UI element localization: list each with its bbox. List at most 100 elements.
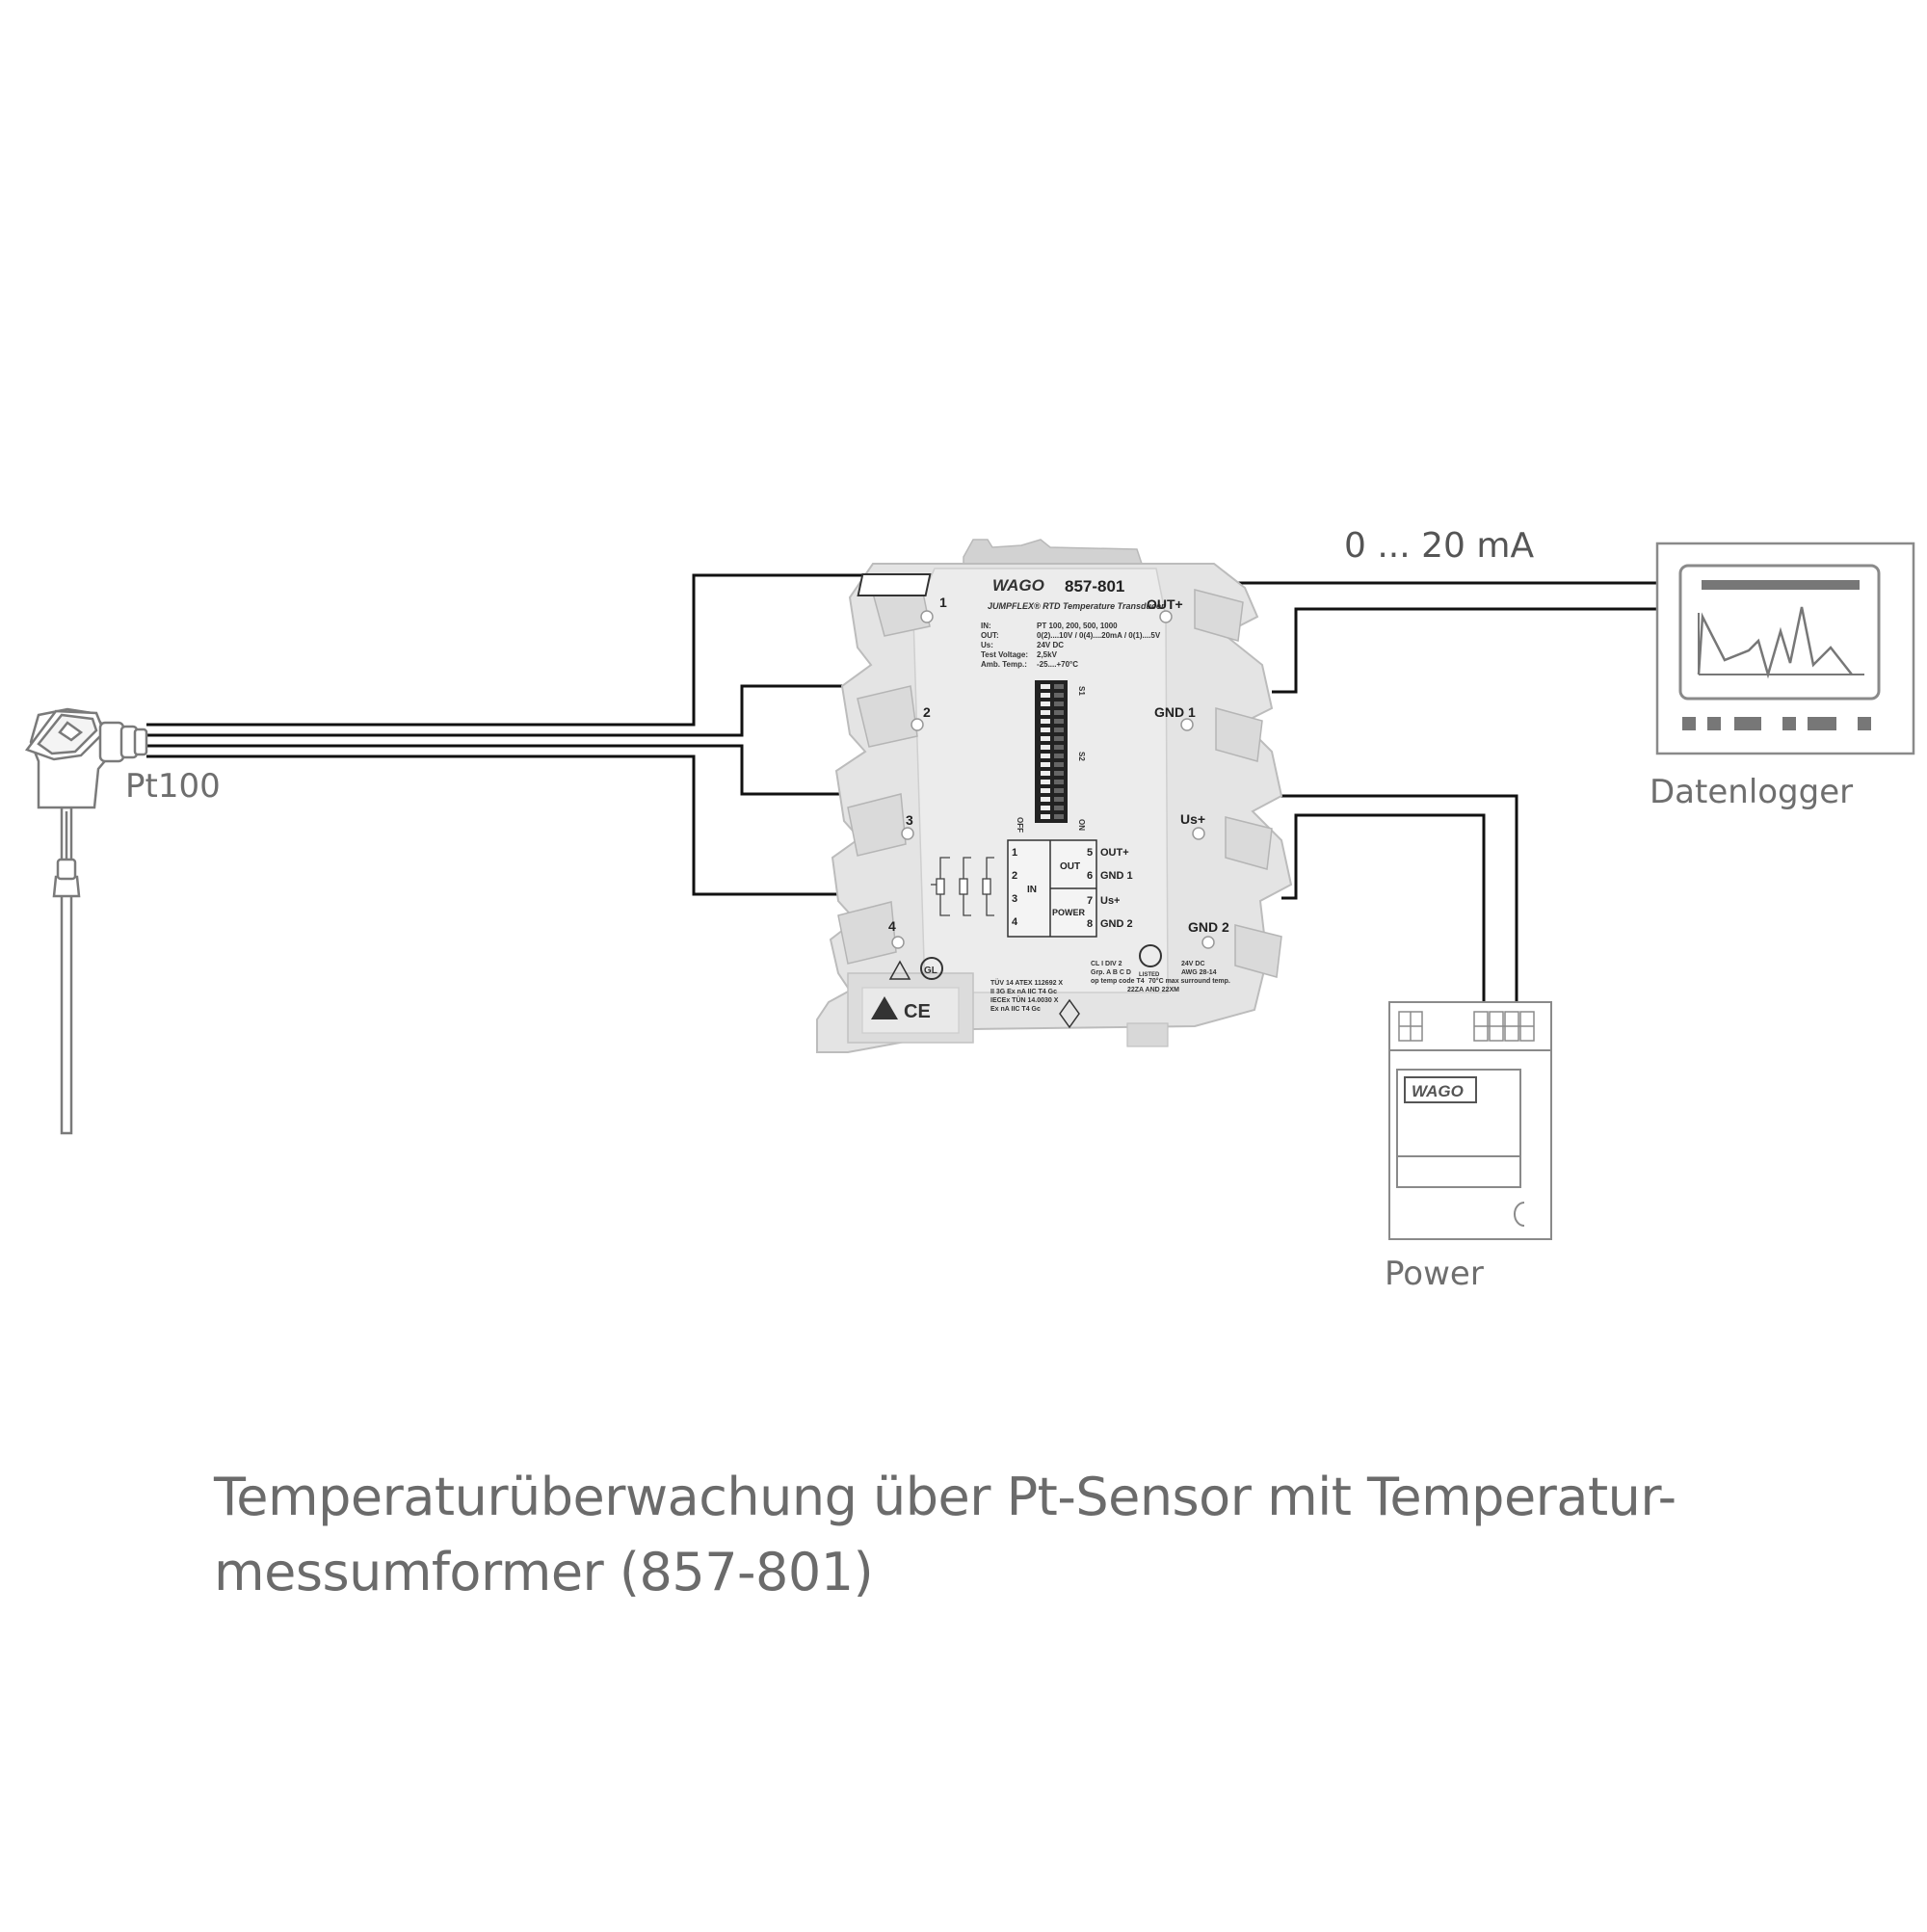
datalogger-trend-line (1697, 606, 1853, 679)
pt100-sensor (24, 707, 148, 1135)
power-supply: WAGO (1388, 1001, 1552, 1240)
terminal-buttons-left (837, 577, 931, 965)
datalogger-label: Datenlogger (1650, 773, 1854, 811)
din-rail-clip (963, 539, 1144, 565)
svg-text:op temp code T4: op temp code T4 (1091, 978, 1145, 985)
esd-icon (871, 996, 898, 1019)
wago-logo: WAGO (857, 573, 1044, 596)
datalogger (1655, 542, 1915, 755)
svg-text:22ZA AND 22XM: 22ZA AND 22XM (1127, 987, 1179, 993)
dip-switch-cell (1041, 806, 1050, 810)
power-wires (1272, 794, 1518, 1007)
svg-text:70°C max surround temp.: 70°C max surround temp. (1148, 977, 1230, 985)
dip-switch-cell (1054, 797, 1064, 802)
dip-switch-cell (1041, 780, 1050, 784)
dip-switch-cell (1054, 719, 1064, 724)
svg-text:24V DC: 24V DC (1181, 961, 1205, 967)
dip-switch-cell (1054, 788, 1064, 793)
power-supply-terminals (1473, 1011, 1535, 1042)
svg-text:OFF: OFF (1016, 817, 1024, 833)
dip-switch-cell (1041, 693, 1050, 698)
rtd-schematic-symbol (931, 857, 994, 916)
svg-text:6: 6 (1087, 870, 1093, 882)
dip-switch-cell (1041, 814, 1050, 819)
datalogger-button-2 (1707, 717, 1721, 730)
dip-switch-cell (1054, 728, 1064, 732)
svg-text:3: 3 (1012, 893, 1017, 905)
datalogger-header-bar (1702, 580, 1860, 590)
power-logo: WAGO (1412, 1082, 1464, 1100)
cert-text-left: TÜV 14 ATEX 112692 X II 3G Ex nA IIC T4 … (990, 978, 1063, 1013)
terminal-out-plus-label: OUT+ (1147, 596, 1183, 612)
terminal-us-plus-label: Us+ (1180, 811, 1205, 827)
dip-switch-cell (1054, 736, 1064, 741)
power-label: Power (1385, 1255, 1484, 1293)
svg-text:Us:: Us: (981, 641, 993, 649)
svg-text:S2: S2 (1077, 752, 1086, 761)
dip-switch-cell (1054, 693, 1064, 698)
wire-gnd2 (1281, 813, 1486, 1007)
svg-text:LISTED: LISTED (1139, 972, 1160, 978)
ex-mark-icon (1059, 998, 1080, 1029)
svg-text:AWG 28-14: AWG 28-14 (1181, 969, 1217, 976)
dip-switch-cell (1054, 684, 1064, 689)
svg-text:Amb. Temp.:: Amb. Temp.: (981, 660, 1027, 669)
svg-text:4: 4 (1012, 916, 1018, 928)
svg-text:II 3G Ex nA IIC T4 Gc: II 3G Ex nA IIC T4 Gc (990, 989, 1057, 995)
dip-switch-cell (1041, 701, 1050, 706)
svg-text:GND 1: GND 1 (1100, 870, 1133, 882)
datalogger-button-4 (1782, 717, 1796, 730)
datalogger-button-3 (1734, 717, 1761, 730)
svg-text:1: 1 (1012, 847, 1017, 859)
datalogger-button-6 (1858, 717, 1871, 730)
dip-switch-cell (1054, 754, 1064, 758)
sensor-gland (98, 721, 125, 763)
sensor-wires (146, 573, 873, 896)
svg-text:IECEx TÜN 14.0030 X: IECEx TÜN 14.0030 X (990, 995, 1059, 1004)
cert-text-right: CL I DIV 2 Grp. A B C D op temp code T4 … (1091, 961, 1230, 993)
dip-switch-cell (1041, 797, 1050, 802)
spec-table: IN: PT 100, 200, 500, 1000 OUT: 0(2)....… (981, 622, 1161, 669)
svg-text:7: 7 (1087, 895, 1093, 907)
datalogger-buttons (1682, 717, 1871, 730)
dip-switch-cell (1041, 788, 1050, 793)
terminal-2-label: 2 (923, 704, 931, 720)
wire-entries (891, 610, 1215, 949)
terminal-1-label: 1 (939, 595, 947, 610)
signal-label: 0 ... 20 mA (1344, 526, 1535, 566)
svg-text:8: 8 (1087, 918, 1093, 930)
svg-text:S1: S1 (1077, 686, 1086, 696)
svg-text:Us+: Us+ (1100, 895, 1121, 907)
dip-switch-cell (1054, 780, 1064, 784)
caption-line-1: Temperaturüberwachung über Pt-Sensor mit… (214, 1467, 1676, 1527)
ul-mark-icon (1139, 944, 1162, 967)
product-line: JUMPFLEX® RTD Temperature Transducer (988, 601, 1165, 611)
power-indicator-icon (1514, 1202, 1525, 1227)
wire-terminal-4 (146, 754, 873, 896)
svg-text:Ex nA IIC T4 Gc: Ex nA IIC T4 Gc (990, 1006, 1041, 1013)
svg-text:Test Voltage:: Test Voltage: (981, 650, 1028, 659)
wire-terminal-1 (146, 573, 873, 727)
dip-switch-cell (1041, 771, 1050, 776)
sensor-label: Pt100 (125, 767, 221, 806)
connection-block (1007, 839, 1097, 938)
svg-text:PT 100, 200, 500, 1000: PT 100, 200, 500, 1000 (1037, 622, 1118, 630)
dip-switch-cell (1041, 684, 1050, 689)
datalogger-button-5 (1808, 717, 1836, 730)
dip-switch-cell (1041, 736, 1050, 741)
svg-text:OUT+: OUT+ (1100, 847, 1129, 859)
dip-switch-bank: S1 S2 ON OFF (1016, 680, 1086, 833)
svg-text:2: 2 (1012, 870, 1017, 882)
dip-switch-cell (1054, 771, 1064, 776)
terminal-gnd1-label: GND 1 (1154, 704, 1196, 720)
ce-mark: CE (904, 1001, 931, 1022)
model-number: 857-801 (1065, 577, 1124, 595)
wire-us-plus (1272, 794, 1518, 1007)
wire-terminal-3 (146, 744, 873, 796)
svg-text:2,5kV: 2,5kV (1037, 650, 1058, 659)
transducer-module: WAGO 857-801 JUMPFLEX® RTD Temperature T… (816, 539, 1293, 1053)
certification-marks: GL CE LISTED (871, 944, 1162, 1029)
dip-switch-cell (1054, 701, 1064, 706)
